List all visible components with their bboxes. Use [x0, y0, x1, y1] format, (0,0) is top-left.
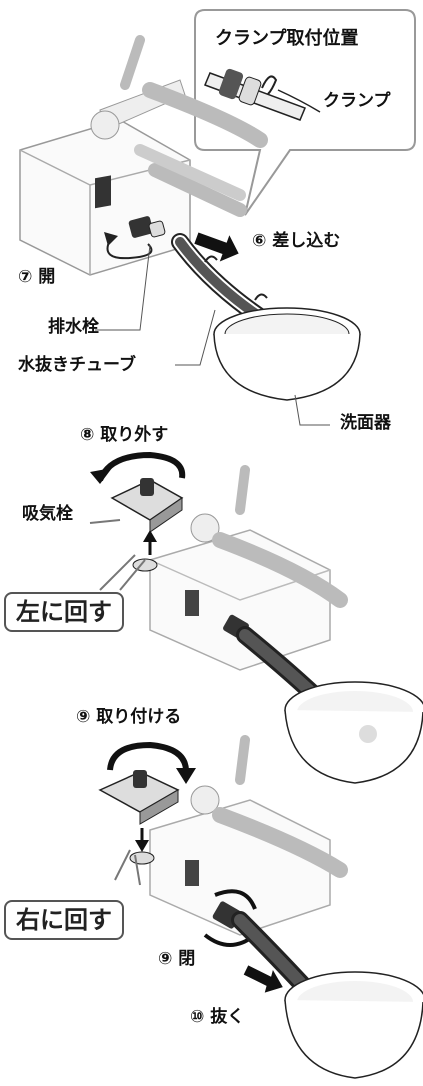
step-remove-label: ⑧ 取り外す — [80, 425, 169, 445]
leaders-panel-2 — [89, 519, 146, 591]
drain-tube-label: 水抜きチューブ — [18, 355, 136, 375]
water-heater-unit-2 — [149, 465, 348, 671]
leaders-panel-3 — [114, 849, 141, 886]
step-pull-label: ⑩ 抜く — [190, 1007, 245, 1027]
pull-arrow — [243, 965, 283, 993]
rotate-left-arrow — [90, 451, 186, 484]
rotate-right-arrow — [107, 741, 196, 784]
rotate-right-label: 右に回す — [4, 900, 124, 940]
water-heater-unit-1 — [19, 35, 268, 276]
air-plug-label: 吸気栓 — [22, 504, 73, 524]
drain-plug-open-1 — [104, 216, 166, 260]
air-plug-removed — [110, 478, 184, 572]
clamp-label: クランプ — [323, 91, 391, 111]
step-insert-label: ⑥ 差し込む — [252, 231, 341, 251]
basin-label: 洗面器 — [340, 413, 391, 433]
basin-2 — [284, 681, 423, 784]
basin-3 — [284, 971, 423, 1079]
callout-title: クランプ取付位置 — [215, 28, 359, 49]
rotate-left-label: 左に回す — [4, 592, 124, 632]
leaders-panel-1 — [95, 244, 330, 426]
clamp-closeup-icon — [204, 68, 321, 121]
water-heater-unit-3 — [149, 735, 348, 936]
clamp-callout — [194, 9, 416, 216]
step-attach-label: ⑨ 取り付ける — [76, 707, 182, 727]
basin-1 — [213, 307, 361, 401]
insert-arrow — [194, 232, 239, 262]
step-close-label: ⑨ 閉 — [158, 949, 196, 969]
step-open-label: ⑦ 開 — [18, 267, 56, 287]
drain-plug-label: 排水栓 — [48, 317, 99, 337]
